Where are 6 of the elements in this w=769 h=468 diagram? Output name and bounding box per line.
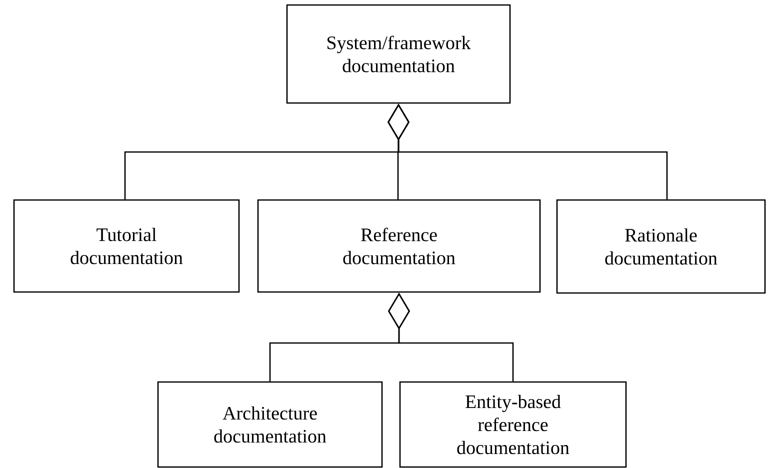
- document-box: Tutorial documentation: [13, 199, 240, 293]
- document-box: System/framework documentation: [286, 4, 511, 104]
- document-box: Entity-based reference documentation: [399, 381, 627, 468]
- document-box: Architecture documentation: [157, 381, 383, 468]
- document-box: Reference documentation: [257, 199, 541, 293]
- document-box: Rationale documentation: [556, 199, 766, 294]
